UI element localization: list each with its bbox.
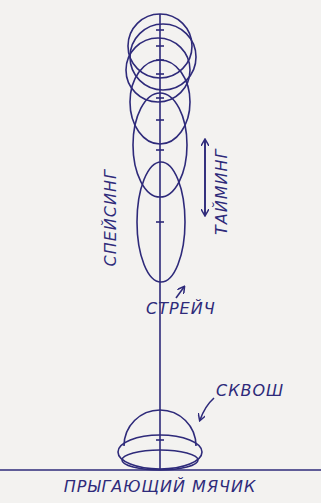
- tick-marks: [156, 30, 164, 440]
- timing-arrow: [204, 140, 206, 215]
- center-line: [159, 14, 161, 470]
- ball-frame: [130, 60, 190, 144]
- caption-text: ПРЫГАЮЩИЙ МЯЧИК: [64, 478, 257, 496]
- squash-dome: [124, 410, 196, 446]
- squash-label: СКВОШ: [216, 382, 284, 400]
- squash-ellipse: [118, 435, 202, 469]
- timing-arrow: [204, 140, 206, 215]
- stretch-label: СТРЕЙЧ: [146, 300, 216, 318]
- stretch-ellipse: [137, 162, 185, 282]
- stretch-leader: [176, 287, 184, 298]
- timing-label: ТАЙМИНГ: [213, 149, 231, 235]
- spacing-label: СПЕЙСИНГ: [102, 169, 120, 266]
- squash-ellipse: [122, 450, 198, 470]
- squash-leader: [200, 398, 214, 420]
